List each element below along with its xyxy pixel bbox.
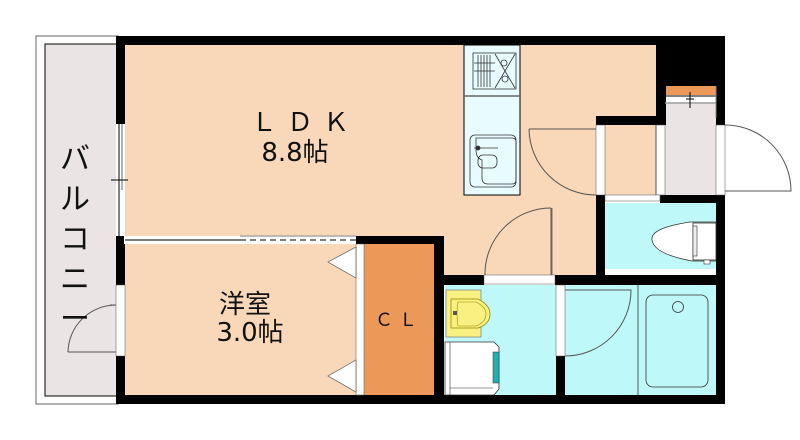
ldk-room-size: 8.8帖 <box>261 138 329 168</box>
wash-basin-icon <box>445 289 491 338</box>
door-frames <box>115 124 726 396</box>
washing-machine-pan-icon <box>444 341 500 396</box>
room-floors <box>124 45 716 395</box>
bathroom-floor <box>565 285 716 395</box>
western-room-floor <box>124 243 356 395</box>
gas-stove-icon <box>472 52 517 90</box>
shoe-cabinet <box>665 85 716 95</box>
genkan-floor <box>664 104 716 196</box>
kitchen-sink-icon <box>469 134 517 188</box>
sliding-partition <box>124 235 356 244</box>
balcony-area <box>35 35 119 405</box>
ldk-room-name: ＬＤＫ <box>250 108 359 138</box>
entrance-hall-floor <box>604 125 656 195</box>
genkan-details <box>655 92 716 195</box>
balcony-label: バルコニー <box>60 142 90 337</box>
bathtub-icon <box>637 285 709 395</box>
western-room-size: 3.0帖 <box>216 318 284 348</box>
closet-floor <box>364 243 434 395</box>
walls <box>116 36 725 404</box>
ldk-floor <box>124 45 656 275</box>
closet-label: ＣＬ <box>375 310 423 331</box>
kitchen-counter <box>463 44 521 196</box>
door-swings <box>67 124 792 357</box>
toilet-icon <box>651 221 717 265</box>
western-room-name: 洋室 <box>218 290 271 320</box>
closet-folding-doors <box>327 246 357 393</box>
ldk-window <box>111 124 128 236</box>
